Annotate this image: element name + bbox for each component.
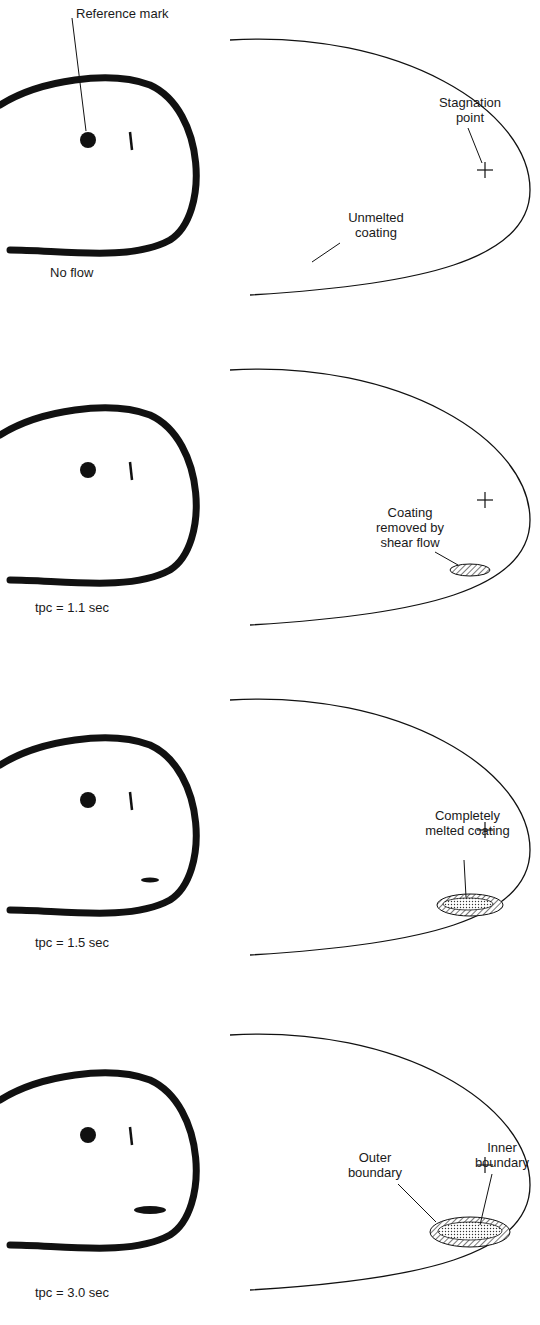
part-label: Stagnation point: [430, 95, 510, 125]
state-label: No flow: [50, 265, 93, 280]
reference-tick: [130, 462, 132, 480]
time-label: tpc = 3.0 sec: [35, 1285, 109, 1300]
part-label: Completely melted coating: [425, 808, 510, 838]
reference-dot: [80, 792, 96, 808]
leader-line: [312, 243, 340, 262]
inner-region: [438, 1222, 502, 1240]
model-outline: [230, 39, 530, 295]
removed-region: [450, 564, 490, 576]
part-label: Reference mark: [76, 6, 168, 21]
reference-tick: [130, 132, 132, 150]
leader-line: [480, 1174, 492, 1225]
model-outline: [230, 369, 530, 625]
time-label: tpc = 1.1 sec: [35, 600, 109, 615]
model-sketch: [0, 738, 196, 913]
part-label: Unmelted coating: [340, 210, 412, 240]
leader-line: [468, 128, 482, 163]
reference-tick: [130, 1127, 132, 1145]
model-sketch: [0, 1073, 196, 1248]
model-sketch: [0, 408, 196, 583]
stagnation-cross: [484, 492, 485, 508]
leader-line: [435, 552, 458, 565]
inner-region: [443, 898, 493, 910]
outer-region: [430, 1217, 510, 1247]
melt-spot: [141, 878, 159, 883]
leader-line: [72, 18, 86, 131]
stagnation-cross: [484, 162, 485, 178]
part-label: Outer boundary: [340, 1150, 410, 1180]
reference-dot: [80, 462, 96, 478]
part-label: Coating removed by shear flow: [370, 505, 450, 550]
leader-line: [398, 1184, 436, 1222]
leader-line: [464, 860, 466, 897]
melt-spot: [134, 1206, 166, 1214]
reference-dot: [80, 1127, 96, 1143]
part-label: Inner boundary: [468, 1140, 536, 1170]
reference-tick: [130, 792, 132, 810]
reference-dot: [80, 132, 96, 148]
outer-region: [437, 894, 503, 916]
time-label: tpc = 1.5 sec: [35, 935, 109, 950]
model-sketch: [0, 78, 196, 253]
model-outline: [230, 699, 530, 955]
